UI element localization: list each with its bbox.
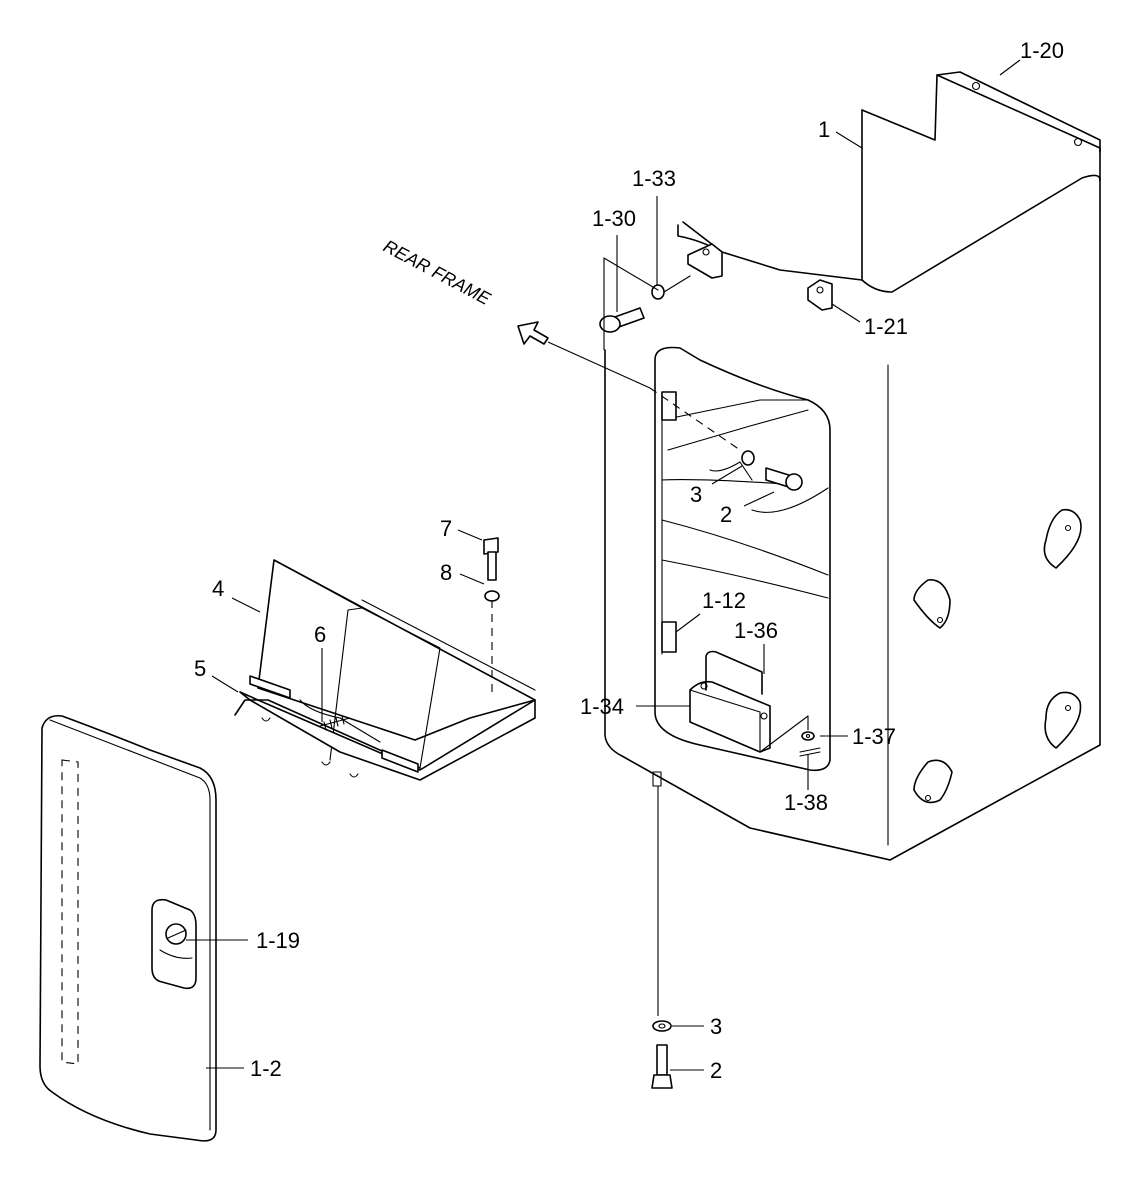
callout-1-12: 1-12 [702, 588, 746, 613]
callout-2-lower: 2 [710, 1058, 722, 1083]
callout-labels: 1-20 1 1-33 1-30 1-21 3 2 7 8 4 6 5 1-12… [194, 38, 1064, 1083]
callout-1-20: 1-20 [1020, 38, 1064, 63]
callout-1-38: 1-38 [784, 790, 828, 815]
callout-3-lower: 3 [710, 1014, 722, 1039]
callout-1-37: 1-37 [852, 724, 896, 749]
callout-3-upper: 3 [690, 482, 702, 507]
handle-bracket [689, 650, 809, 753]
callout-1-33: 1-33 [632, 166, 676, 191]
callout-1: 1 [818, 117, 830, 142]
callout-8: 8 [440, 560, 452, 585]
callout-7: 7 [440, 516, 452, 541]
leader-lines [186, 59, 1021, 1071]
rear-frame-label: REAR FRAME [380, 236, 494, 310]
small-hardware [599, 243, 833, 1089]
callout-1-19: 1-19 [256, 928, 300, 953]
hinged-tray [234, 559, 536, 781]
housing-opening [654, 346, 831, 772]
callout-4: 4 [212, 576, 224, 601]
callout-6: 6 [314, 622, 326, 647]
callout-1-34: 1-34 [580, 694, 624, 719]
callout-1-21: 1-21 [864, 314, 908, 339]
callout-1-36: 1-36 [734, 618, 778, 643]
door-panel [39, 714, 217, 1142]
callout-1-2: 1-2 [250, 1056, 282, 1081]
callout-5: 5 [194, 656, 206, 681]
callout-2-upper: 2 [720, 502, 732, 527]
main-housing [604, 71, 1101, 861]
callout-1-30: 1-30 [592, 206, 636, 231]
